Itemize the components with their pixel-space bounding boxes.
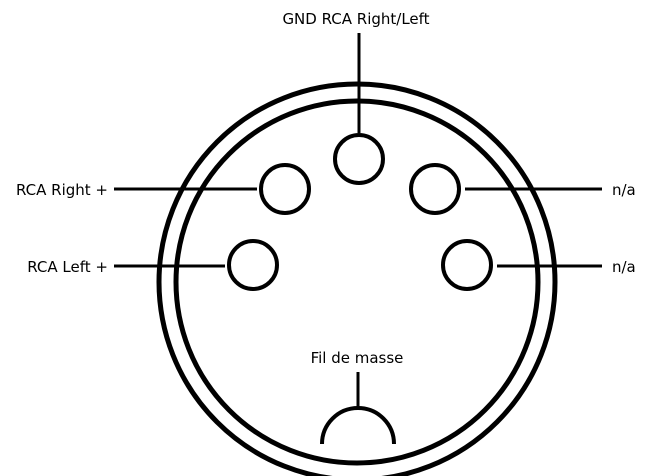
label-rca-right-plus: RCA Right + xyxy=(15,181,108,199)
connector-outer-ring xyxy=(156,81,558,476)
pin-upper-left xyxy=(259,163,311,215)
pin-lower-left xyxy=(227,239,279,291)
pin-upper-right xyxy=(409,163,461,215)
connector-inner-ring xyxy=(173,98,541,466)
label-na-upper: n/a xyxy=(612,181,636,199)
label-fil-de-masse: Fil de masse xyxy=(310,349,404,367)
label-rca-left-plus: RCA Left + xyxy=(27,258,108,276)
pin-top xyxy=(333,133,385,185)
label-na-lower: n/a xyxy=(612,258,636,276)
label-gnd-rca-right-left: GND RCA Right/Left xyxy=(282,10,430,28)
connector-key-notch xyxy=(320,406,396,445)
pin-lower-right xyxy=(441,239,493,291)
